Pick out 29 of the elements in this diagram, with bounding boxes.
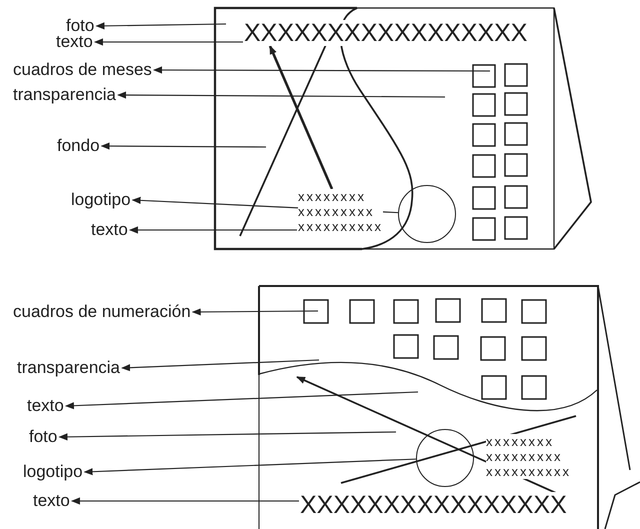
part-label: transparencia bbox=[17, 358, 120, 378]
leader-line bbox=[58, 431, 396, 440]
part-label: foto bbox=[29, 427, 58, 447]
part-label: texto bbox=[27, 396, 64, 416]
leader-line bbox=[153, 66, 490, 74]
leader-line bbox=[117, 91, 445, 99]
arrow bbox=[268, 45, 334, 190]
leader-line bbox=[94, 38, 243, 46]
leader-line bbox=[70, 497, 299, 505]
leader-line bbox=[128, 226, 297, 234]
part-label: cuadros de meses bbox=[13, 60, 152, 80]
placeholder-text: XXXXXXXXXXXXXXXXX bbox=[244, 20, 528, 46]
part-label: transparencia bbox=[13, 85, 116, 105]
part-label: fondo bbox=[57, 136, 100, 156]
part-label: texto bbox=[33, 491, 70, 511]
placeholder-circle bbox=[416, 429, 474, 487]
placeholder-text: xxxxxxxx xxxxxxxxx xxxxxxxxxx bbox=[298, 189, 383, 234]
leader-line bbox=[84, 458, 416, 476]
leader-line bbox=[95, 22, 226, 30]
leader-line bbox=[64, 391, 418, 410]
part-label: logotipo bbox=[23, 462, 83, 482]
part-label: cuadros de numeración bbox=[13, 302, 191, 322]
part-label: texto bbox=[91, 220, 128, 240]
part-label: logotipo bbox=[71, 190, 131, 210]
placeholder-circle bbox=[398, 185, 456, 243]
leader-line bbox=[121, 359, 320, 372]
leader-line bbox=[192, 308, 318, 316]
leader-line bbox=[100, 142, 266, 150]
placeholder-text: xxxxxxxx xxxxxxxxx xxxxxxxxxx bbox=[486, 434, 571, 479]
